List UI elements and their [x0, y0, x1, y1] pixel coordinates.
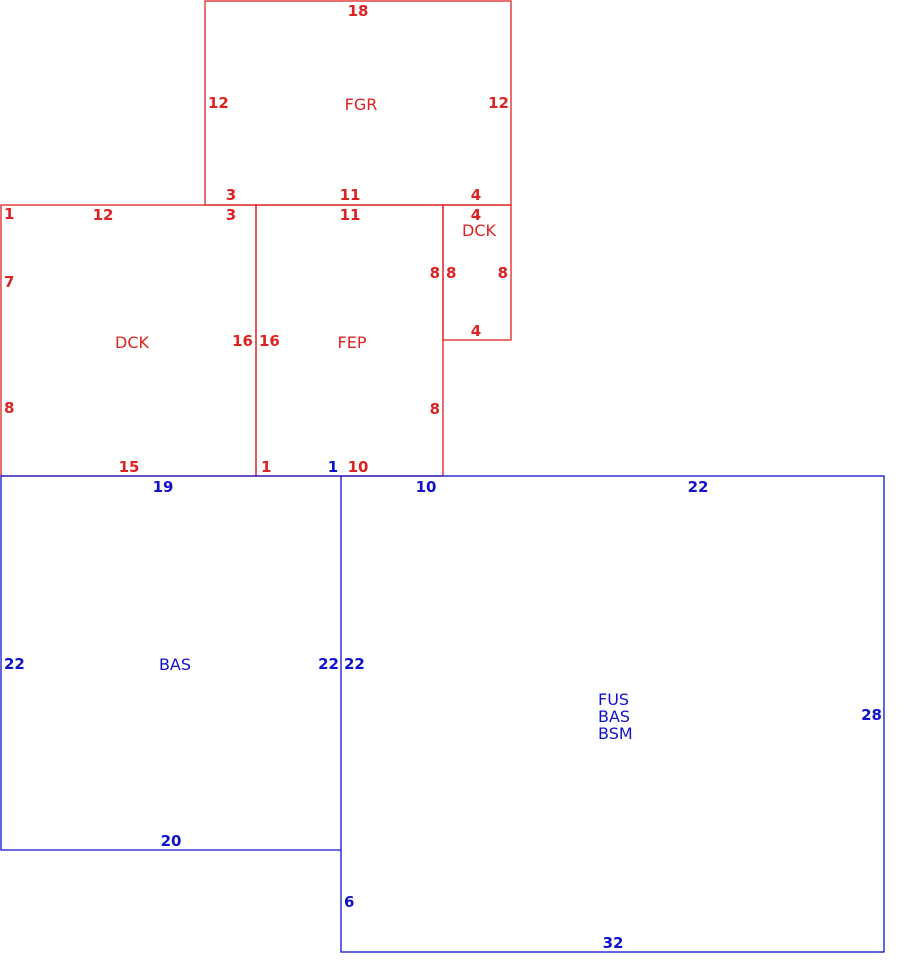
bas-left-top-dimension: 19 — [153, 478, 174, 496]
dck-left-corner-label: 1 — [4, 205, 14, 223]
bas-left-labels: 19 22 22 20 — [4, 478, 339, 850]
main-area-code-1: FUS — [598, 690, 629, 709]
fgr-bottom-mid-dimension: 11 — [340, 186, 361, 204]
dck-small-left-dimension: 8 — [446, 264, 456, 282]
fgr-right-dimension: 12 — [488, 94, 509, 112]
blue-outlines — [0, 475, 885, 953]
dck-small-top-dimension: 4 — [471, 206, 481, 224]
main-step-label: 1 — [328, 458, 338, 476]
fgr-left-dimension: 12 — [208, 94, 229, 112]
main-top-right-dimension: 22 — [688, 478, 709, 496]
dck-left-right-dimension: 16 — [232, 332, 253, 350]
main-left-lower-dimension: 6 — [344, 893, 354, 911]
dck-small-area-code: DCK — [462, 221, 496, 240]
dck-left-top-dimension: 12 — [93, 206, 114, 224]
dck-small-bottom-dimension: 4 — [471, 322, 481, 340]
fgr-top-dimension: 18 — [348, 2, 369, 20]
fgr-area-code: FGR — [345, 95, 378, 114]
dck-left-left-lower-dimension: 8 — [4, 399, 14, 417]
dck-left-left-upper-dimension: 7 — [4, 273, 14, 291]
bas-left-bottom-dimension: 20 — [161, 832, 182, 850]
main-left-dimension: 22 — [344, 655, 365, 673]
bas-left-area-code: BAS — [159, 655, 191, 674]
bas-left-left-dimension: 22 — [4, 655, 25, 673]
fep-top-dimension: 11 — [340, 206, 361, 224]
dck-small-right-dimension: 8 — [498, 264, 508, 282]
dck-small-outline — [442, 204, 512, 341]
fep-right-lower-dimension: 8 — [430, 400, 440, 418]
main-area-labels: 1 10 22 22 28 6 32 — [328, 458, 882, 952]
main-area-outline — [340, 475, 885, 953]
fep-left-dimension: 16 — [259, 332, 280, 350]
dck-left-bottom-dimension: 15 — [119, 458, 140, 476]
bas-left-outline — [0, 475, 341, 851]
bas-left-right-dimension: 22 — [318, 655, 339, 673]
main-top-left-dimension: 10 — [416, 478, 437, 496]
main-bottom-dimension: 32 — [603, 934, 624, 952]
dck-left-area-code: DCK — [115, 333, 149, 352]
dck-left-labels: 1 12 3 7 8 16 15 — [4, 205, 253, 476]
fep-area-code: FEP — [338, 333, 367, 352]
fep-labels: 11 16 8 8 1 10 — [259, 206, 440, 476]
dck-left-top-right-dimension: 3 — [226, 206, 236, 224]
fep-bottom-right-dimension: 10 — [348, 458, 369, 476]
main-right-dimension: 28 — [861, 706, 882, 724]
main-area-codes: FUS BAS BSM — [598, 690, 633, 743]
fep-right-upper-dimension: 8 — [430, 264, 440, 282]
fgr-bottom-right-dimension: 4 — [471, 186, 481, 204]
dck-small-labels: 4 8 8 4 — [446, 206, 508, 340]
main-area-code-2: BAS — [598, 707, 630, 726]
main-area-code-3: BSM — [598, 724, 633, 743]
fep-bottom-left-dimension: 1 — [261, 458, 271, 476]
fgr-bottom-left-dimension: 3 — [226, 186, 236, 204]
fgr-labels: 18 12 12 3 11 4 — [208, 2, 509, 204]
